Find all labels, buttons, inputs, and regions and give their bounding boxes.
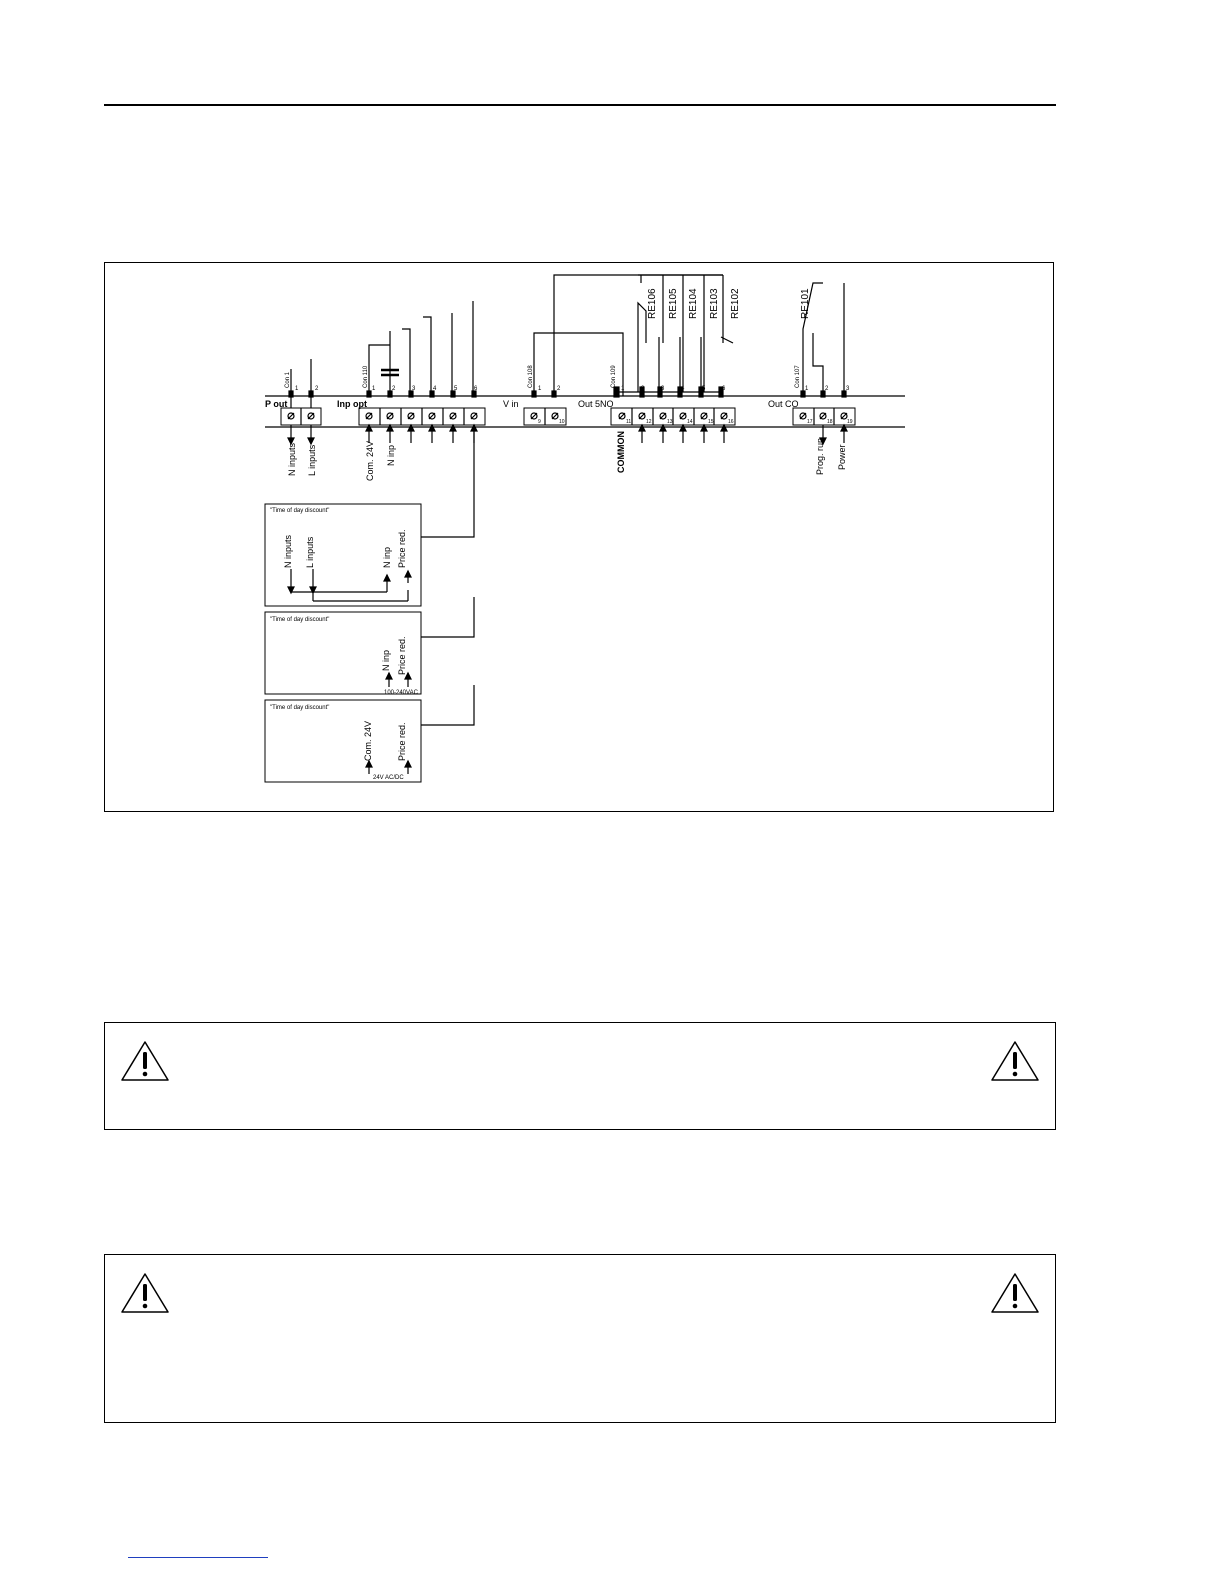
p-out-label: P out bbox=[265, 399, 287, 409]
n-inp-label: N inp bbox=[386, 445, 396, 466]
inp-opt-pin-3: 3 bbox=[412, 386, 416, 392]
relay-re105: RE105 bbox=[668, 288, 679, 319]
option-2-title: "Time of day discount" bbox=[270, 617, 329, 623]
out-5no-terminal-11: 11 bbox=[626, 419, 631, 425]
warning-box-2 bbox=[104, 1254, 1056, 1423]
option-1-n-inp: N inp bbox=[382, 547, 392, 568]
out-co-terminal-19: 19 bbox=[847, 419, 853, 425]
inp-opt-pin-numbers: 1 2 3 4 5 6 bbox=[372, 386, 478, 392]
out-5no-pin-2: 2 bbox=[641, 386, 645, 392]
option-2-supply: 100-240VAC bbox=[384, 690, 419, 696]
n-inputs-label: N inputs bbox=[287, 442, 297, 476]
option-2-price-red: Price red. bbox=[397, 636, 407, 675]
inp-opt-pin-5: 5 bbox=[454, 386, 458, 392]
inp-opt-terminal-block bbox=[358, 301, 486, 726]
out-co-pin-2: 2 bbox=[825, 386, 829, 392]
out-5no-terminal-numbers: 11 12 13 14 15 16 bbox=[626, 419, 734, 425]
option-box-3: "Time of day discount" Com. 24V Price re… bbox=[264, 699, 422, 783]
option-2-n-inp: N inp bbox=[381, 650, 391, 671]
inp-opt-label: Inp opt bbox=[337, 399, 367, 409]
out-co-con-label: Con 107 bbox=[795, 365, 801, 388]
out-5no-terminal-13: 13 bbox=[667, 419, 673, 425]
relay-re102: RE102 bbox=[730, 288, 741, 319]
out-co-terminal-block bbox=[792, 282, 856, 446]
relay-re104: RE104 bbox=[688, 288, 699, 319]
out-co-pin-1: 1 bbox=[805, 386, 809, 392]
option-1-n-inputs: N inputs bbox=[283, 534, 293, 568]
relay-re103: RE103 bbox=[709, 288, 720, 319]
out-5no-pin-1: 1 bbox=[621, 386, 625, 392]
option-box-1: "Time of day discount" N inputs L inputs… bbox=[264, 503, 422, 607]
v-in-pin-1: 1 bbox=[538, 386, 542, 392]
inp-opt-pin-4: 4 bbox=[433, 386, 437, 392]
v-in-con-label: Con 108 bbox=[528, 365, 534, 388]
inp-opt-pin-6: 6 bbox=[474, 386, 478, 392]
out-5no-terminal-16: 16 bbox=[728, 419, 734, 425]
relay-re106: RE106 bbox=[647, 288, 658, 319]
common-label: COMMON bbox=[616, 431, 626, 473]
option-3-supply: 24V AC/DC bbox=[373, 775, 404, 781]
power-label: Power bbox=[837, 444, 847, 470]
p-out-terminal-block bbox=[280, 359, 322, 446]
prog-run-label: Prog. run bbox=[815, 438, 825, 475]
option-1-title: "Time of day discount" bbox=[270, 508, 329, 514]
out-5no-pin-6: 6 bbox=[722, 386, 726, 392]
option-1-l-inputs: L inputs bbox=[305, 536, 315, 568]
out-co-terminal-17: 17 bbox=[807, 419, 813, 425]
wiring-diagram-frame: P out Con 1 1 2 N inputs L inputs Inp op… bbox=[104, 262, 1054, 812]
p-out-pin-2: 2 bbox=[315, 386, 319, 392]
out-5no-label: Out 5NO bbox=[578, 399, 614, 409]
out-5no-terminal-block bbox=[610, 274, 736, 443]
option-3-com-24v: Com. 24V bbox=[363, 721, 373, 761]
warning-triangle-icon bbox=[991, 1041, 1039, 1081]
v-in-terminal-9: 9 bbox=[538, 419, 541, 425]
footer-link-underline[interactable] bbox=[128, 1557, 268, 1558]
v-in-label: V in bbox=[503, 399, 519, 409]
warning-box-1 bbox=[104, 1022, 1056, 1130]
out-5no-con-label: Con 109 bbox=[611, 365, 617, 388]
l-inputs-label: L inputs bbox=[307, 444, 317, 476]
out-5no-terminal-12: 12 bbox=[646, 419, 652, 425]
out-5no-pin-5: 5 bbox=[702, 386, 706, 392]
warning-triangle-icon bbox=[121, 1041, 169, 1081]
inp-opt-pin-2: 2 bbox=[392, 386, 396, 392]
option-3-title: "Time of day discount" bbox=[270, 705, 329, 711]
out-5no-pin-numbers: 1 2 3 4 5 6 bbox=[621, 386, 726, 392]
option-box-2: "Time of day discount" N inp Price red. … bbox=[264, 611, 422, 696]
v-in-terminal-10: 10 bbox=[559, 419, 565, 425]
out-co-label: Out CO bbox=[768, 399, 799, 409]
relay-re101: RE101 bbox=[800, 288, 811, 319]
out-5no-terminal-14: 14 bbox=[687, 419, 693, 425]
warning-triangle-icon bbox=[121, 1273, 169, 1313]
relay-labels: RE106 RE105 RE104 RE103 RE102 RE101 bbox=[647, 288, 811, 319]
v-in-pin-2: 2 bbox=[557, 386, 561, 392]
wiring-diagram: P out Con 1 1 2 N inputs L inputs Inp op… bbox=[264, 274, 905, 783]
out-5no-terminal-15: 15 bbox=[708, 419, 714, 425]
out-5no-pin-3: 3 bbox=[661, 386, 665, 392]
option-3-price-red: Price red. bbox=[397, 722, 407, 761]
option-1-price-red: Price red. bbox=[397, 529, 407, 568]
out-co-terminal-18: 18 bbox=[827, 419, 833, 425]
p-out-pin-1: 1 bbox=[295, 386, 299, 392]
header-rule bbox=[104, 104, 1056, 106]
out-co-pin-3: 3 bbox=[846, 386, 850, 392]
inp-opt-con-label: Con 110 bbox=[363, 365, 369, 388]
out-5no-pin-4: 4 bbox=[681, 386, 685, 392]
warning-triangle-icon bbox=[991, 1273, 1039, 1313]
com-24v-label: Com. 24V bbox=[365, 441, 375, 481]
p-out-con-label: Con 1 bbox=[285, 371, 291, 388]
inp-opt-pin-1: 1 bbox=[372, 386, 376, 392]
